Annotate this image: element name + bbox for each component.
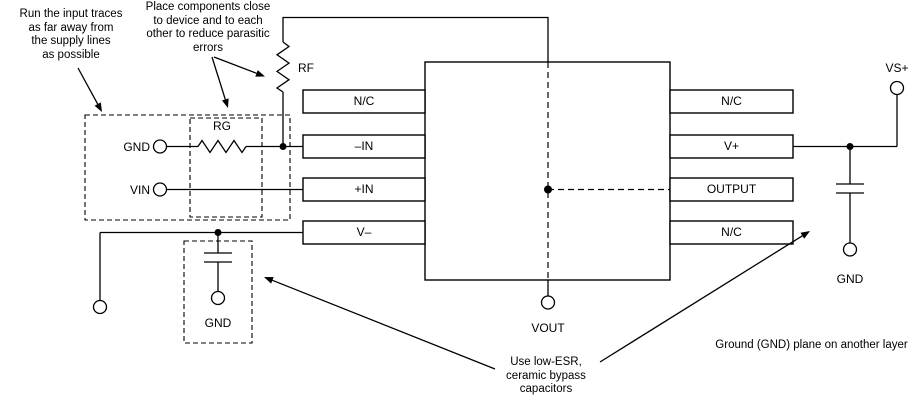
vin-terminal	[152, 182, 168, 197]
vs-plus-label: VS+	[885, 61, 909, 75]
gnd-input-terminal	[152, 139, 168, 154]
arrow-run-input-line	[77, 67, 99, 105]
rg-label: RG	[213, 119, 231, 133]
arrow-place-rg-head	[222, 98, 229, 108]
left-bypass-dashed-box	[183, 240, 253, 344]
feedback-trace	[282, 16, 549, 62]
pin-box-nc-left	[302, 89, 426, 114]
gnd-left-cap-terminal	[210, 290, 226, 306]
gnd-right-cap-terminal	[842, 242, 858, 257]
pin-box-output	[669, 177, 794, 202]
gnd-right-cap-label: GND	[836, 272, 864, 286]
pin-box-nc-right-bottom	[669, 220, 794, 245]
annotation-gnd-plane: Ground (GND) plane on another layer	[715, 339, 908, 351]
rf-resistor	[275, 41, 291, 93]
pin-label-nc-right-bottom: N/C	[721, 224, 742, 239]
input-region-dashed-box	[84, 114, 291, 221]
annotation-bypass-caps: Use low-ESR, ceramic bypass capacitors	[506, 356, 586, 395]
arrow-run-input-head	[94, 102, 102, 112]
pin-box-nc-right-top	[669, 89, 794, 114]
left-bypass-junction-dot	[214, 229, 222, 236]
gnd-left-cap-label: GND	[204, 316, 232, 330]
pin-label-inverting-input: –IN	[354, 138, 374, 153]
arrow-bypass-right-head	[800, 231, 810, 239]
rf-label: RF	[298, 61, 314, 75]
arrow-place-rf-line	[213, 56, 257, 74]
pin-label-v-plus: V+	[723, 138, 739, 153]
vout-terminal	[540, 295, 556, 310]
rg-dashed-box	[189, 117, 263, 218]
gnd-input-label: GND	[123, 140, 150, 154]
arrow-bypass-right-line	[599, 235, 803, 363]
inverting-node-junction-dot	[279, 143, 287, 150]
arrow-place-rg-line	[211, 56, 226, 100]
pin-label-nc-right-top: N/C	[721, 93, 742, 108]
ic-center-junction-dot	[544, 185, 552, 194]
pin-label-output: OUTPUT	[706, 181, 757, 196]
right-bypass-junction-dot	[846, 143, 854, 150]
rg-resistor	[197, 139, 247, 154]
pin-label-noninverting-input: +IN	[354, 181, 374, 196]
vout-label: VOUT	[531, 321, 565, 335]
vin-label: VIN	[129, 183, 150, 197]
arrow-bypass-left-head	[264, 277, 274, 284]
pin-label-nc-left: N/C	[353, 93, 375, 108]
annotation-place-components: Place components close to device and to …	[145, 1, 271, 54]
arrow-bypass-left-line	[272, 279, 496, 370]
pin-label-v-minus: V–	[356, 224, 372, 239]
arrow-place-rf-head	[255, 70, 265, 77]
annotation-run-input-traces: Run the input traces as far away from th…	[19, 8, 123, 61]
vs-plus-terminal	[889, 80, 905, 96]
v-minus-open-terminal	[92, 299, 108, 315]
